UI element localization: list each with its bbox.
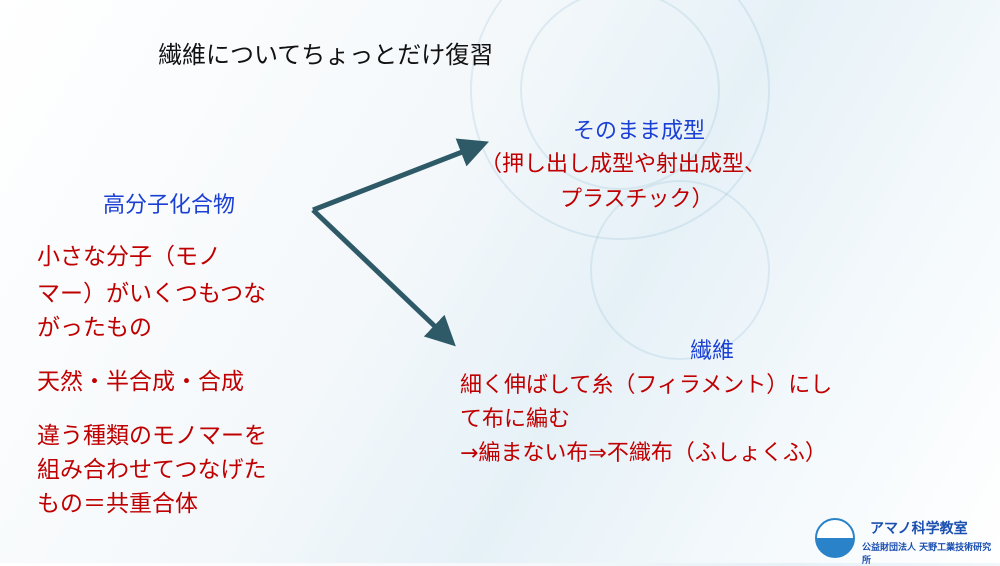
top-right-line: （押し出し成型や射出成型、 — [480, 152, 767, 177]
left-line: 組み合わせてつなげた — [37, 457, 267, 483]
left-line: がったもの — [37, 315, 152, 341]
left-line: 天然・半合成・合成 — [37, 369, 244, 395]
left-line: もの＝共重合体 — [37, 491, 198, 517]
arrow-to-fiber — [311, 208, 456, 347]
arrow-to-molding — [312, 138, 489, 213]
logo-name: アマノ科学教室 — [870, 521, 968, 537]
bottom-right-line: →編まない布⇒不織布（ふしょくふ） — [460, 441, 827, 466]
logo-org: 公益財団法人 天野工業技術研究所 — [862, 543, 992, 566]
background-ring — [520, 0, 720, 190]
slide-title: 繊維についてちょっとだけ復習 — [158, 41, 494, 69]
left-heading: 高分子化合物 — [103, 193, 236, 218]
bottom-right-line: 細く伸ばして糸（フィラメント）にし — [460, 373, 833, 398]
bottom-right-line: て布に編む — [460, 407, 571, 432]
top-right-line: プラスチック） — [560, 187, 714, 212]
left-line: 違う種類のモノマーを — [37, 423, 267, 449]
bottom-right-heading: 繊維 — [690, 339, 735, 364]
left-line: 小さな分子（モノ — [37, 244, 221, 270]
logo-icon — [815, 518, 855, 558]
left-line: マー）がいくつもつな — [37, 281, 267, 307]
top-right-heading: そのまま成型 — [573, 119, 706, 144]
background-ring — [590, 180, 770, 360]
